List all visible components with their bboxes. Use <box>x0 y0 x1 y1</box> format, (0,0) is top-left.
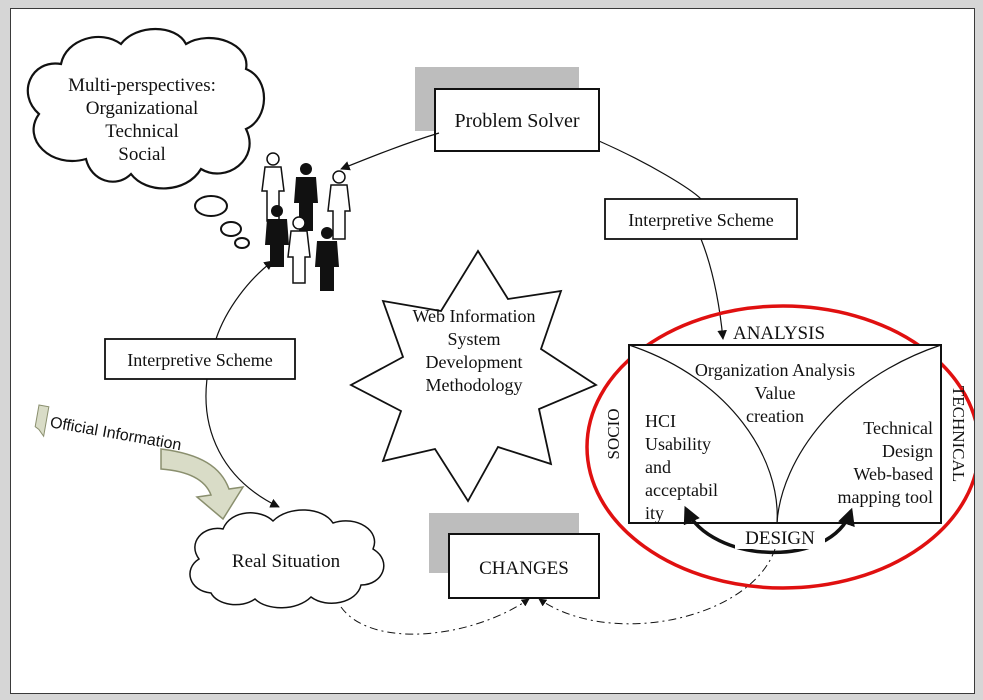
star-line-2: System <box>447 329 500 349</box>
problem-solver-node: Problem Solver <box>415 67 600 152</box>
person-solid-icon <box>315 227 339 291</box>
interpretive-scheme-left: Interpretive Scheme <box>104 338 296 380</box>
framework-right-line-1: Technical <box>863 418 933 438</box>
framework-right-line-3: Web-based <box>853 464 933 484</box>
arrow-scheme-to-real-situation <box>205 378 280 508</box>
framework-left-line-5: ity <box>645 503 664 523</box>
star-line-1: Web Information <box>412 306 535 326</box>
framework-technical-label: TECHNICAL <box>949 386 968 482</box>
framework-left-line-4: acceptabil <box>645 480 718 500</box>
problem-solver-box <box>434 88 600 152</box>
thought-dot-small <box>234 237 250 249</box>
arrow-scheme-to-analysis <box>700 238 727 340</box>
framework-left-line-3: and <box>645 457 671 477</box>
arrow-scheme-to-people <box>215 260 274 340</box>
framework-highlight-ellipse <box>585 304 974 590</box>
changes-box <box>448 533 600 599</box>
arrow-real-situation-to-changes <box>340 598 530 635</box>
framework-curve-left <box>628 344 778 524</box>
methodology-star: Web Information System Development Metho… <box>349 249 598 503</box>
framework-design-label: DESIGN <box>745 528 815 549</box>
real-situation-cloud <box>189 509 385 609</box>
star-shape <box>349 249 598 503</box>
framework-box <box>628 344 942 524</box>
framework-right-line-2: Design <box>882 441 933 461</box>
changes-node: CHANGES <box>429 513 600 599</box>
framework-left-line-1: HCI <box>645 411 676 431</box>
diagram-svg: Multi-perspectives: Organizational Techn… <box>26 27 974 635</box>
framework-design-arrow <box>683 505 855 555</box>
arrow-solver-to-scheme <box>598 140 702 200</box>
framework-diagram: ANALYSIS SOCIO TECHNICAL Organization An… <box>585 304 974 590</box>
framework-top-line-3: creation <box>746 406 804 426</box>
thought-dot-large <box>194 195 228 217</box>
real-situation-label: Real Situation <box>232 551 341 572</box>
thought-bubble: Multi-perspectives: Organizational Techn… <box>26 27 266 249</box>
person-outline-icon <box>287 216 311 284</box>
real-situation-node: Real Situation <box>189 509 385 609</box>
person-solid-icon <box>265 205 289 267</box>
framework-curve-right <box>776 344 942 524</box>
star-line-4: Methodology <box>426 375 523 395</box>
framework-right-line-4: mapping tool <box>838 487 934 507</box>
person-outline-icon <box>327 170 351 240</box>
framework-socio-label: SOCIO <box>604 408 623 459</box>
framework-top-line-2: Value <box>755 383 796 403</box>
interpretive-scheme-right-box <box>604 198 798 240</box>
arrow-solver-to-people <box>340 132 440 171</box>
diagram-canvas: Multi-perspectives: Organizational Techn… <box>10 8 975 694</box>
framework-analysis-label: ANALYSIS <box>733 323 825 344</box>
framework-left-line-2: Usability <box>645 434 711 454</box>
thought-line-2: Organizational <box>86 98 199 119</box>
thought-line-4: Social <box>118 144 166 165</box>
interpretive-scheme-left-label: Interpretive Scheme <box>127 350 272 370</box>
interpretive-scheme-right-label: Interpretive Scheme <box>628 210 773 230</box>
thought-line-3: Technical <box>105 121 179 142</box>
official-information-arrow <box>160 448 245 521</box>
people-group-icon <box>261 152 351 291</box>
star-line-3: Development <box>426 352 523 372</box>
arrow-design-to-changes <box>538 548 776 625</box>
framework-design-label-bg <box>735 525 825 549</box>
changes-label: CHANGES <box>479 558 569 579</box>
thought-line-1: Multi-perspectives: <box>68 75 216 96</box>
framework-top-line-1: Organization Analysis <box>695 360 855 380</box>
interpretive-scheme-left-box <box>104 338 296 380</box>
thought-dot-medium <box>220 221 242 237</box>
thought-cloud-shape <box>26 27 266 190</box>
problem-solver-label: Problem Solver <box>455 110 580 132</box>
interpretive-scheme-right: Interpretive Scheme <box>604 198 798 240</box>
